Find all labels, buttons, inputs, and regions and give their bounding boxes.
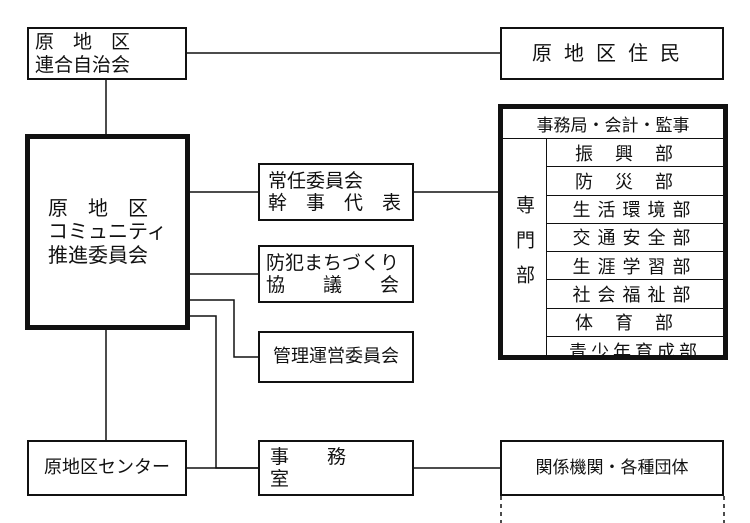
node-jumin-label: 原地区住民 — [532, 40, 692, 65]
node-bohan-line-1: 防犯まちづくり — [266, 251, 400, 274]
node-kankei: 関係機関・各種団体 — [500, 440, 724, 496]
node-suishin-line-3: 推進委員会 — [48, 242, 148, 267]
node-bohan: 防犯まちづくり 協 議 会 — [258, 245, 414, 303]
secretariat-group-label: 専門部 — [503, 139, 547, 355]
node-jimushitsu-label: 事 務 室 — [270, 445, 385, 490]
node-jichikai-line-1: 原 地 区 — [35, 31, 131, 54]
department-row: 青少年育成部 — [569, 341, 701, 363]
node-kanri: 管理運営委員会 — [258, 331, 414, 383]
node-suishin-line-1: 原 地 区 — [48, 195, 148, 220]
node-joninn: 常任委員会 幹 事 代 表 — [258, 163, 414, 221]
node-jichikai: 原 地 区 連合自治会 — [27, 27, 187, 80]
node-kankei-label: 関係機関・各種団体 — [535, 457, 689, 478]
department-row: 交通安全部 — [547, 224, 723, 252]
node-center: 原地区センター — [27, 440, 187, 496]
department-row: 防災部 — [547, 167, 723, 196]
department-row: 生活環境部 — [547, 196, 723, 224]
department-row: 体育部 — [547, 309, 723, 337]
node-jichikai-line-2: 連合自治会 — [35, 53, 131, 76]
secretariat-header: 事務局・会計・監事 — [503, 109, 723, 139]
group-label-text: 専門部 — [513, 194, 535, 300]
node-kanri-label: 管理運営委員会 — [273, 346, 399, 368]
edge-suishin-kanri — [190, 299, 258, 358]
node-suishin-line-2: コミュニティ — [48, 219, 167, 244]
node-bohan-line-2: 協 議 会 — [266, 274, 400, 296]
department-row: 振興部 — [547, 139, 723, 168]
node-suishin: 原 地 区 コミュニティ 推進委員会 — [25, 134, 190, 330]
node-secretariat: 事務局・会計・監事 専門部 振興部防災部生活環境部交通安全部生涯学習部社会福祉部… — [498, 104, 728, 363]
node-jimushitsu: 事 務 室 — [258, 440, 414, 496]
node-jumin: 原地区住民 — [500, 27, 724, 80]
edge-suishin-jimushitsu — [190, 315, 258, 469]
node-joninn-line-1: 常任委員会 — [268, 169, 364, 192]
node-center-label: 原地区センター — [44, 457, 170, 479]
node-joninn-line-2: 幹 事 代 表 — [268, 192, 402, 214]
department-row: 社会福祉部 — [547, 280, 723, 309]
department-list: 振興部防災部生活環境部交通安全部生涯学習部社会福祉部体育部青少年育成部 — [547, 139, 723, 363]
department-row: 生涯学習部 — [547, 252, 723, 281]
